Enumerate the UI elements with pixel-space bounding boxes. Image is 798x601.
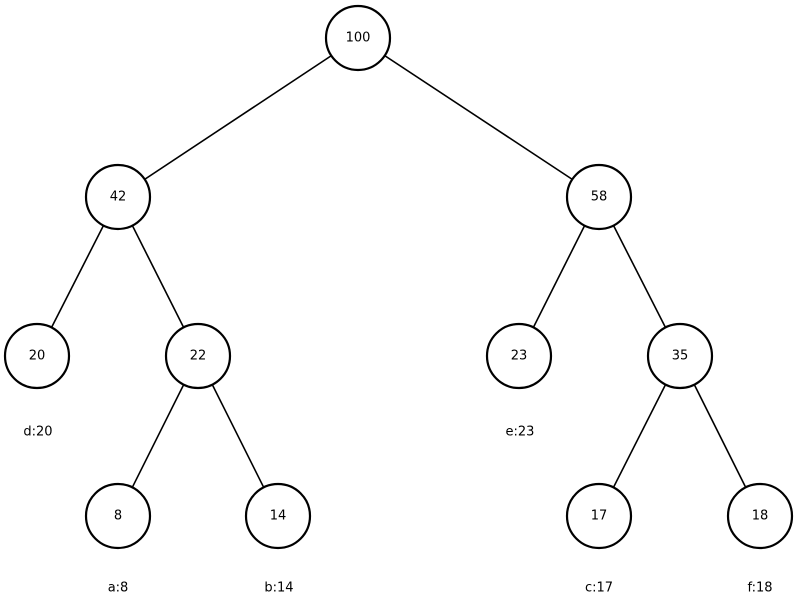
node-circle xyxy=(84,163,152,231)
edge-100-58 xyxy=(357,37,600,198)
node-100: 100 xyxy=(324,4,392,72)
node-8: 8 xyxy=(84,482,152,550)
node-circle xyxy=(485,322,553,390)
node-value: 20 xyxy=(29,349,46,364)
node-circle xyxy=(726,482,794,550)
node-35: 35 xyxy=(646,322,714,390)
leaf-label-c: c:17 xyxy=(585,581,613,596)
node-18: 18 xyxy=(726,482,794,550)
node-value: 58 xyxy=(591,190,608,205)
node-20: 20 xyxy=(3,322,71,390)
node-value: 18 xyxy=(752,509,769,524)
node-value: 22 xyxy=(190,349,207,364)
node-14: 14 xyxy=(244,482,312,550)
tree-nodes: 100 42 58 20 22 23 35 8 xyxy=(3,4,794,550)
node-circle xyxy=(164,322,232,390)
node-23: 23 xyxy=(485,322,553,390)
node-value: 35 xyxy=(672,349,689,364)
leaf-label-e: e:23 xyxy=(506,425,535,440)
node-value: 100 xyxy=(346,31,371,46)
node-circle xyxy=(3,322,71,390)
node-circle xyxy=(324,4,392,72)
leaf-label-d: d:20 xyxy=(23,425,52,440)
node-42: 42 xyxy=(84,163,152,231)
node-circle xyxy=(565,482,633,550)
node-17: 17 xyxy=(565,482,633,550)
node-58: 58 xyxy=(565,163,633,231)
leaf-label-a: a:8 xyxy=(108,581,129,596)
node-value: 14 xyxy=(270,509,287,524)
leaf-label-f: f:18 xyxy=(747,581,772,596)
node-value: 17 xyxy=(591,509,608,524)
node-value: 42 xyxy=(110,190,127,205)
tree-edges xyxy=(36,37,761,517)
leaf-label-b: b:14 xyxy=(264,581,293,596)
node-22: 22 xyxy=(164,322,232,390)
node-value: 8 xyxy=(114,509,122,524)
edge-100-42 xyxy=(117,37,359,198)
node-circle xyxy=(646,322,714,390)
node-circle xyxy=(84,482,152,550)
node-circle xyxy=(565,163,633,231)
leaf-labels: d:20 e:23 a:8 b:14 c:17 f:18 xyxy=(23,425,772,596)
node-value: 23 xyxy=(511,349,528,364)
node-circle xyxy=(244,482,312,550)
